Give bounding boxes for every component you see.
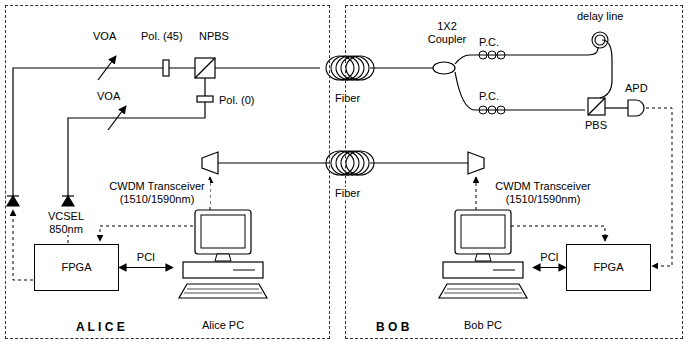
optical-part: [202, 152, 218, 174]
optical-part: [346, 151, 374, 175]
edge-label: PCI: [136, 251, 156, 264]
part-label: Fiber: [334, 187, 361, 200]
fiber-coupler: [433, 62, 455, 74]
pc-illustration: [173, 206, 273, 313]
optical-part: [497, 106, 505, 114]
part-label: delay line: [576, 10, 624, 23]
optical-part: [100, 177, 210, 241]
optical-part: [595, 35, 605, 45]
part-label: APD: [624, 82, 649, 95]
optical-part: [13, 210, 33, 280]
optical-part: [455, 72, 585, 110]
node-label: Bob PC: [433, 319, 533, 332]
dashed-region: A L I C E FPGA Alice PC: [5, 5, 330, 339]
optical-part: [341, 56, 369, 80]
optical-part: [68, 210, 69, 243]
apd-detector: [628, 100, 644, 116]
region-title: A L I C E: [76, 321, 125, 335]
optical-part: [68, 78, 205, 196]
edge-label: PCI: [539, 251, 559, 264]
pc-illustration: [433, 206, 533, 311]
node-label: FPGA: [594, 261, 624, 274]
laser-diode: [7, 196, 74, 206]
optical-part: [476, 177, 605, 241]
optical-part: [646, 108, 672, 266]
pci-connector: [533, 267, 566, 268]
part-label: NPBS: [198, 30, 230, 43]
node-label: Alice PC: [173, 319, 273, 332]
optical-part: [195, 58, 215, 78]
optical-part: [108, 106, 126, 130]
optical-part: [370, 67, 433, 68]
beam-splitter: [195, 58, 605, 115]
optical-part: [197, 96, 213, 102]
part-label: Pol. (45): [140, 30, 184, 43]
optical-part: [163, 60, 169, 76]
optical-part: [341, 151, 369, 175]
fpga-box: FPGA: [34, 244, 119, 291]
part-label: CWDM Transceiver (1510/1590nm): [490, 180, 596, 205]
optical-part: [346, 56, 374, 80]
optical-part: [497, 51, 505, 59]
optical-part: [370, 162, 468, 163]
part-label: CWDM Transceiver (1510/1590nm): [104, 180, 210, 205]
optical-part: [98, 56, 116, 80]
polarization-controller: [479, 51, 505, 114]
fiber-paths: [13, 40, 628, 196]
optical-part: [605, 107, 628, 108]
part-label: VOA: [92, 30, 117, 43]
optical-part: [7, 195, 19, 196]
cwdm-transceiver: [202, 152, 484, 174]
optical-part: [62, 195, 74, 196]
optical-part: [468, 152, 484, 174]
fiber-spool: [326, 56, 374, 175]
part-label: VCSEL 850nm: [40, 210, 92, 235]
optical-part: [479, 106, 487, 114]
optical-part: [7, 196, 19, 206]
computer-icon: Bob PC: [433, 206, 533, 334]
part-label: Fiber: [334, 92, 361, 105]
voa-symbol: [98, 56, 126, 130]
computer-icon: Alice PC: [173, 206, 273, 334]
part-label: 1X2 Coupler: [422, 20, 472, 45]
delay-line: [592, 32, 608, 48]
optical-part: [588, 98, 605, 115]
part-label: Pol. (0): [218, 94, 255, 107]
part-label: VOA: [96, 90, 121, 103]
fpga-box: FPGA: [566, 244, 651, 291]
pc-illustration: [433, 206, 533, 313]
optical-part: [195, 58, 215, 78]
dashed-region: B O B FPGA Bob PC: [345, 5, 683, 339]
part-label: P.C.: [478, 90, 500, 103]
region-title: B O B: [376, 321, 409, 335]
optical-part: [13, 68, 320, 196]
optical-part: [62, 196, 74, 206]
optical-part: [218, 162, 330, 163]
optical-part: [455, 48, 598, 64]
part-label: PBS: [584, 119, 608, 132]
pci-connector: [119, 267, 173, 268]
control-line: [13, 108, 672, 280]
optical-part: [479, 51, 487, 59]
optical-part: [488, 51, 496, 59]
optical-part: [488, 106, 496, 114]
optical-part: [588, 98, 605, 115]
node-label: FPGA: [62, 261, 92, 274]
part-label: P.C.: [478, 36, 500, 49]
optical-part: [592, 32, 608, 48]
optical-part: [600, 40, 612, 98]
pc-illustration: [173, 206, 273, 311]
